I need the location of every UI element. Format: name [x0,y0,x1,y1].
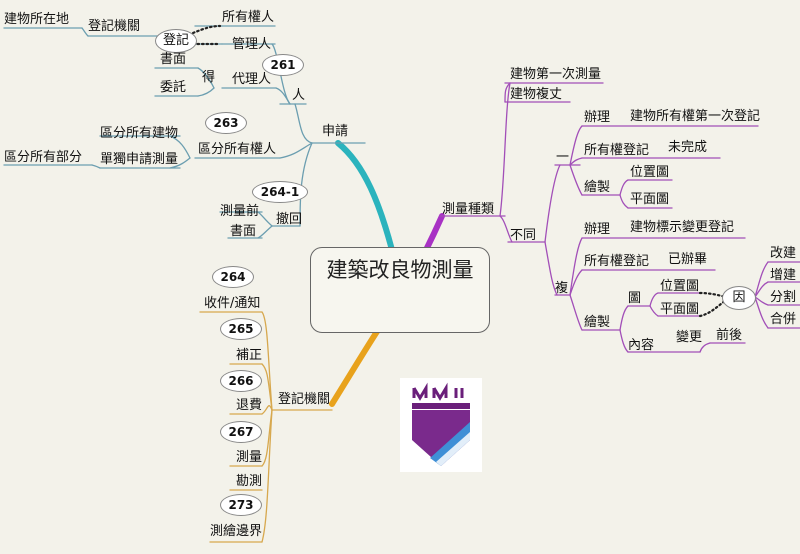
node-process-2: 辦理 [584,222,611,237]
node-div-owner: 區分所有權人 [198,142,277,157]
logo-shield-icon [412,382,470,466]
node-retrace: 建物複丈 [510,87,563,102]
node-manager: 管理人 [232,37,272,52]
node-process-1-value: 建物所有權第一次登記 [630,109,761,124]
node-entrust: 委託 [160,80,187,95]
article-264-1: 264-1 [252,181,308,203]
article-267: 267 [220,421,262,443]
article-266: 266 [220,370,262,392]
node-written: 書面 [160,52,187,67]
branch-types-label: 測量種類 [442,202,495,217]
node-extend: 增建 [770,268,797,283]
node-one: 一 [556,150,570,165]
node-owner-reg-2: 所有權登記 [584,254,650,269]
node-merge: 合併 [770,312,797,327]
central-topic: 建築改良物測量 [310,247,490,333]
article-264: 264 [212,266,254,288]
node-split: 分割 [770,290,797,305]
node-person: 人 [292,88,306,103]
article-273: 273 [220,494,262,516]
node-process-2-value: 建物標示變更登記 [630,220,735,235]
node-may: 得 [202,70,216,85]
article-261: 261 [262,54,304,76]
node-done: 已辦畢 [668,252,708,267]
node-supplement: 補正 [236,348,263,363]
branch-apply [335,140,395,253]
node-survey: 測量 [236,450,263,465]
node-survey-2: 勘測 [236,474,263,489]
node-plan-map-2: 平面圖 [660,302,700,317]
node-cause: 因 [722,286,756,310]
node-single-apply: 單獨申請測量 [100,152,179,167]
node-owner-reg-1: 所有權登記 [584,143,650,158]
node-plan-map-1: 平面圖 [630,192,670,207]
node-location: 建物所在地 [4,12,70,27]
node-map: 圖 [628,291,642,306]
node-pos-map-2: 位置圖 [660,279,700,294]
node-register: 登記 [155,29,197,53]
node-pos-map-1: 位置圖 [630,165,670,180]
article-265: 265 [220,318,262,340]
node-draw-2: 繪製 [584,315,611,330]
node-draw-1: 繪製 [584,180,611,195]
node-process-1: 辦理 [584,110,611,125]
node-dup: 複 [555,281,569,296]
article-263: 263 [205,112,247,134]
node-not-done: 未完成 [668,140,708,155]
node-div-all-bldg: 區分所有建物 [100,126,179,141]
node-first-survey: 建物第一次測量 [510,67,602,82]
node-withdraw: 撤回 [276,212,303,227]
logo [400,378,482,472]
node-rebuild: 改建 [770,246,797,261]
branch-office-label: 登記機關 [278,392,331,407]
node-registry-office: 登記機關 [88,19,141,34]
node-before-after: 前後 [716,328,743,343]
node-receive: 收件/通知 [204,296,261,311]
node-diff: 不同 [510,228,537,243]
node-written-2: 書面 [230,224,257,239]
node-content: 內容 [628,338,655,353]
branch-apply-label: 申請 [322,124,349,139]
node-before-survey: 測量前 [220,204,260,219]
node-change: 變更 [676,330,703,345]
node-owner: 所有權人 [222,10,275,25]
node-refund: 退費 [236,398,263,413]
node-div-part: 區分所有部分 [4,150,83,165]
node-agent: 代理人 [232,72,272,87]
node-boundary: 測繪邊界 [210,524,263,539]
branch-office [329,327,381,407]
